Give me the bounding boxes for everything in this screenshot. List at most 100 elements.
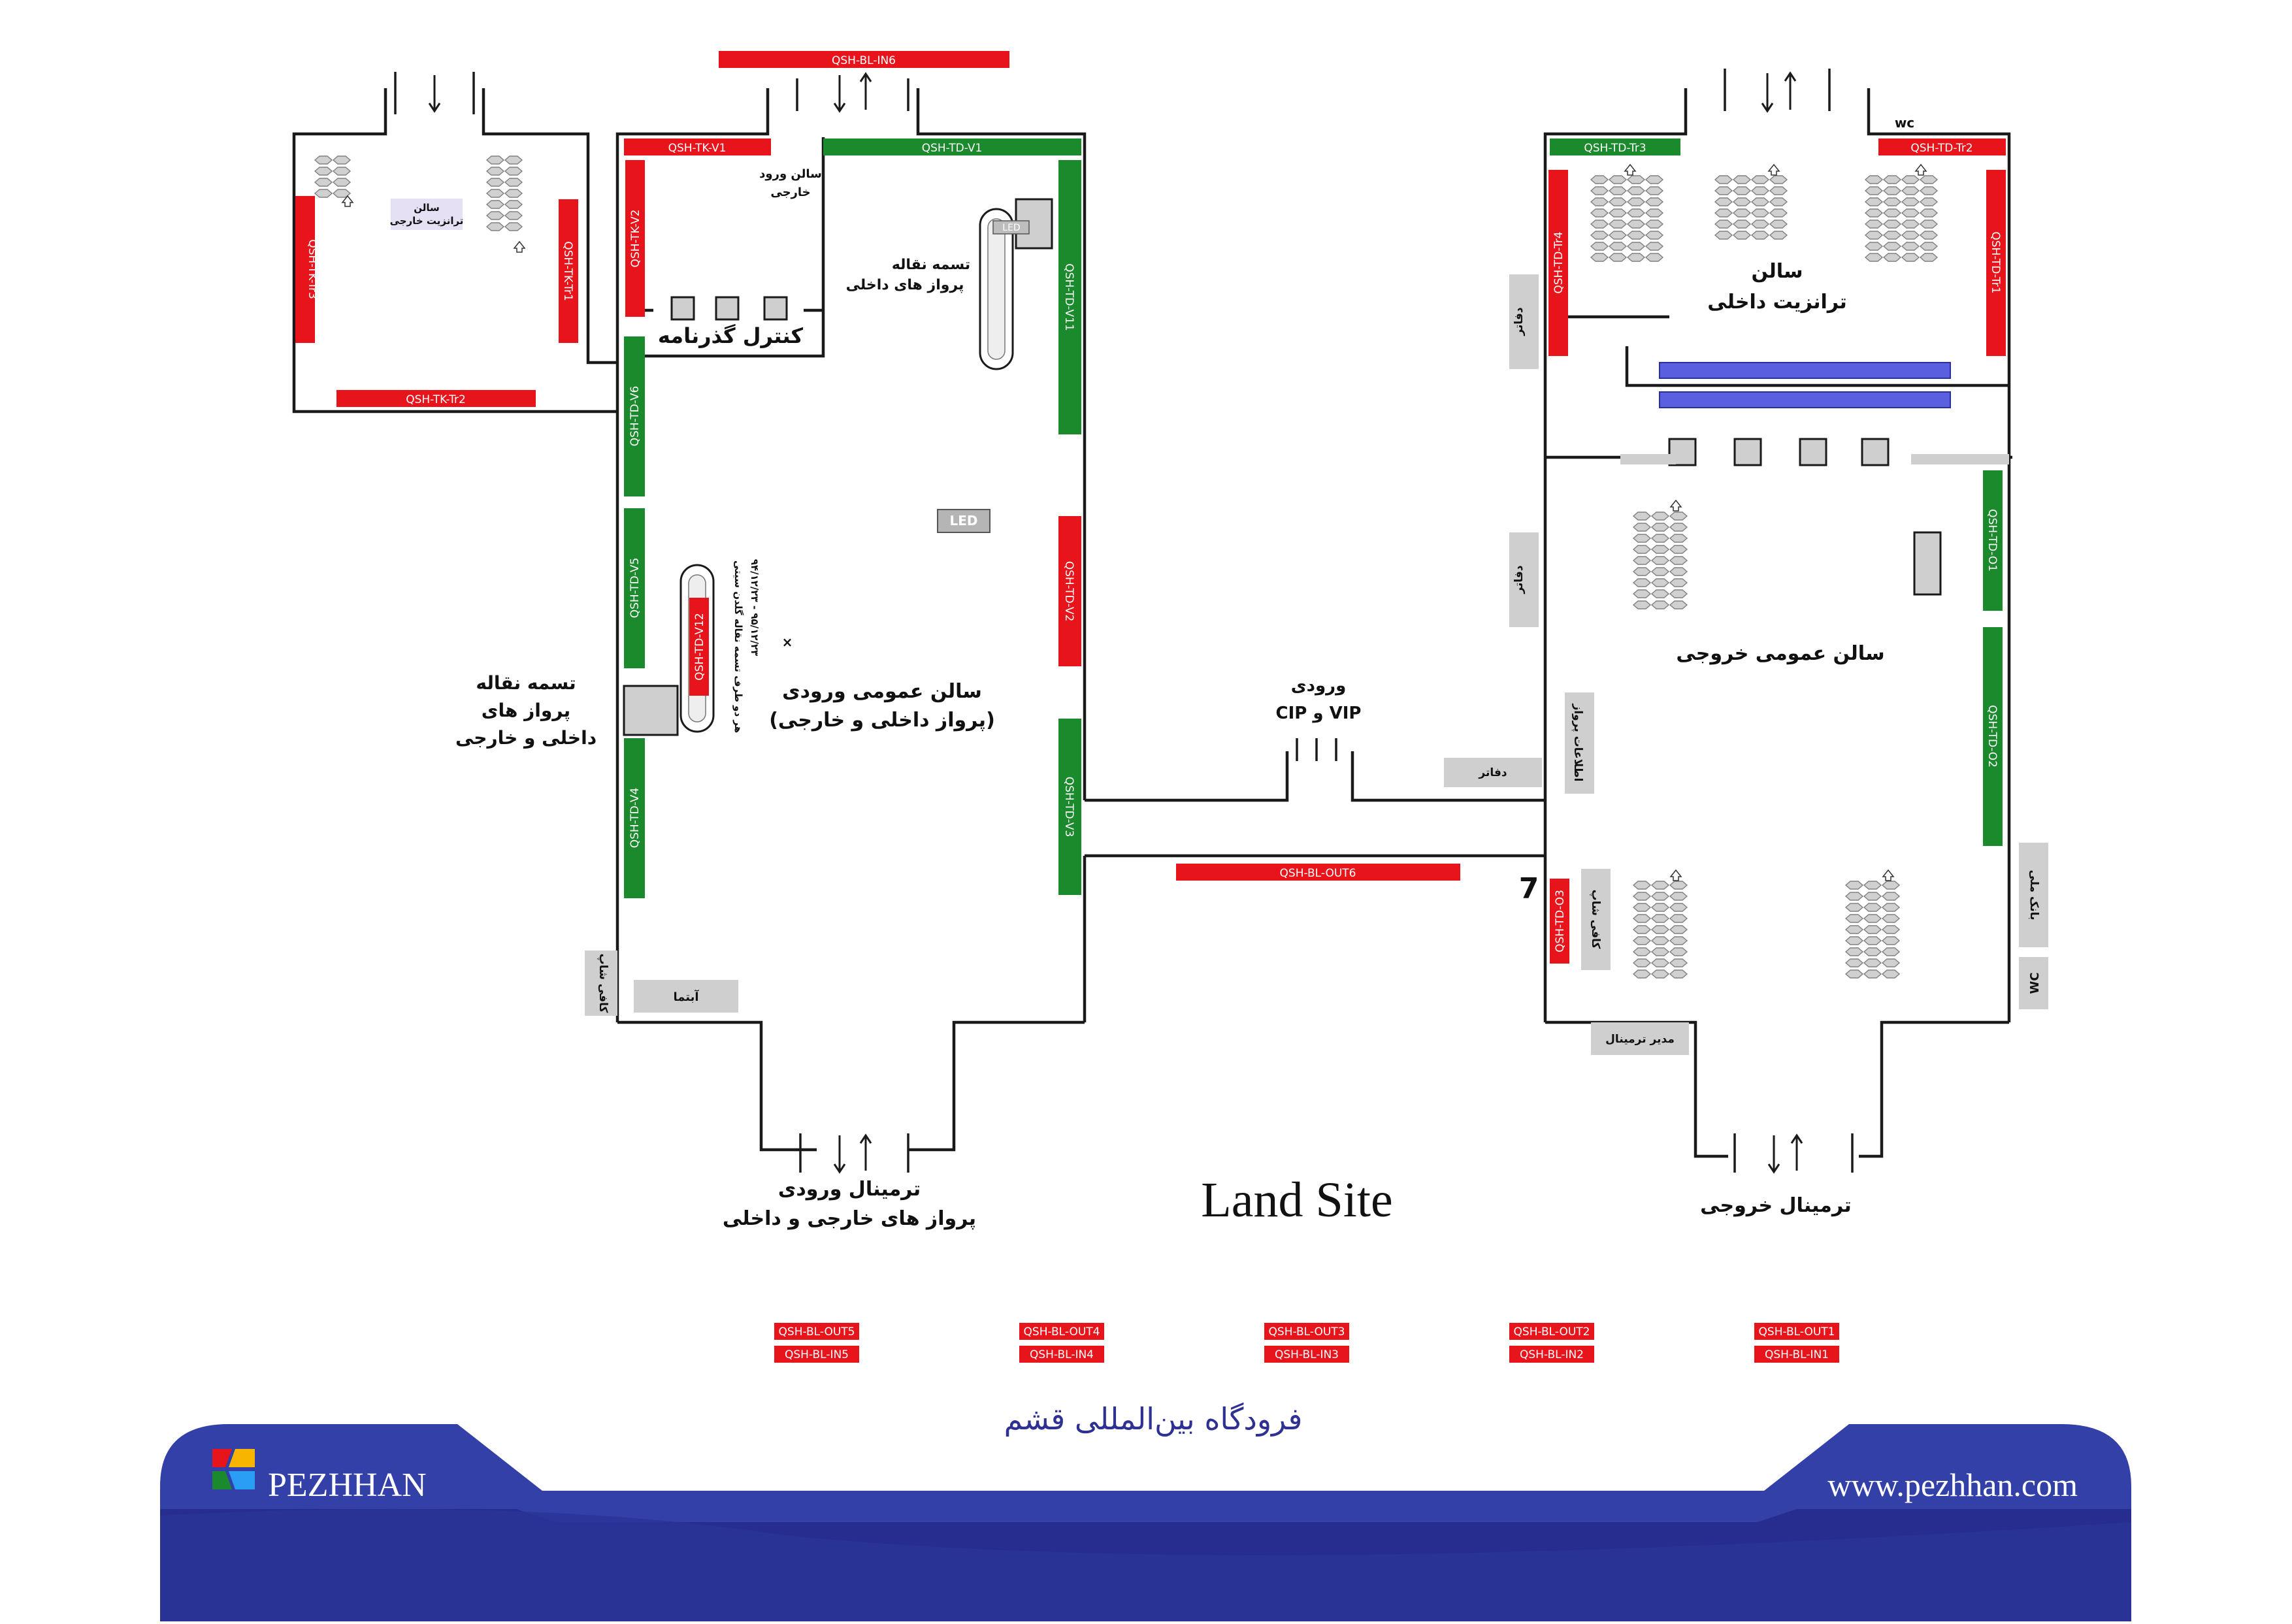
svg-text:QSH-TK-V2: QSH-TK-V2 <box>629 210 642 268</box>
baggage-belt-domestic <box>979 198 1053 370</box>
label-note-x: × <box>782 634 793 650</box>
sign-tk-v2: QSH-TK-V2 <box>625 160 645 317</box>
label-dom-transit-1: سالن <box>1751 260 1803 283</box>
sign-td-o3: QSH-TD-O3 <box>1550 879 1569 964</box>
footer: PEZHHAN www.pezhhan.com <box>160 1424 2131 1621</box>
label-belt-domestic-2: پرواز های داخلی <box>846 277 964 293</box>
label-cafe-right: کافی شاپ <box>1589 890 1602 949</box>
sign-bl-in3: QSH-BL-IN3 <box>1264 1346 1349 1363</box>
wall-main-bottom <box>617 1020 1085 1152</box>
label-public-arrival-1: سالن عمومی ورودی <box>782 680 982 703</box>
seats-departure-a <box>1632 499 1688 609</box>
seats-dom-transit-b <box>1714 163 1788 240</box>
svg-text:QSH-TD-Tr2: QSH-TD-Tr2 <box>1910 142 1973 155</box>
doors <box>394 69 1854 1174</box>
sign-bl-out6: QSH-BL-OUT6 <box>1176 864 1460 881</box>
sign-td-v6: QSH-TD-V6 <box>624 336 645 496</box>
label-abtama: آبتما <box>673 989 699 1004</box>
led-screen-box <box>937 509 990 533</box>
sign-td-v1: QSH-TD-V1 <box>823 138 1081 155</box>
wall-left-room <box>292 88 617 414</box>
label-belt-domestic-1: تسمه نقاله <box>892 257 970 273</box>
label-arrival-int-hall-2: خارجی <box>770 186 810 199</box>
label-dom-transit-2: ترانزیت داخلی <box>1707 291 1847 314</box>
website-link[interactable]: www.pezhhan.com <box>1827 1467 2078 1503</box>
svg-text:QSH-BL-IN5: QSH-BL-IN5 <box>785 1348 849 1361</box>
svg-text:QSH-BL-OUT6: QSH-BL-OUT6 <box>1280 867 1356 880</box>
seats-departure-c <box>1844 869 1901 979</box>
label-int-transit-2: ترانزیت خارجی <box>390 215 464 227</box>
sign-td-v12: QSH-TD-V12 <box>689 598 709 696</box>
brand-name: PEZHHAN <box>268 1467 427 1504</box>
svg-text:QSH-BL-OUT4: QSH-BL-OUT4 <box>1024 1325 1100 1339</box>
sign-tk-tr1: QSH-TK-Tr1 <box>559 199 578 343</box>
svg-text:QSH-TK-Tr3: QSH-TK-Tr3 <box>306 239 319 299</box>
svg-text:QSH-BL-IN6: QSH-BL-IN6 <box>832 54 896 67</box>
label-arrival-terminal-1: ترمینال ورودی <box>778 1178 921 1201</box>
sign-td-v11: QSH-TD-V11 <box>1058 160 1081 434</box>
svg-text:QSH-BL-OUT5: QSH-BL-OUT5 <box>779 1325 855 1339</box>
sign-td-o1: QSH-TD-O1 <box>1983 470 2003 611</box>
label-passport-control: کنترل گذرنامه <box>658 323 804 348</box>
area-labels: سالن ورود خارجی کنترل گذرنامه تسمه نقاله… <box>390 115 2042 1230</box>
svg-text:QSH-BL-OUT2: QSH-BL-OUT2 <box>1514 1325 1590 1339</box>
svg-text:QSH-BL-IN3: QSH-BL-IN3 <box>1275 1348 1339 1361</box>
label-vip-1: ورودی <box>1291 676 1346 696</box>
label-flight-info: اطلاعات پرواز <box>1571 704 1584 782</box>
sign-bl-out5: QSH-BL-OUT5 <box>774 1323 859 1340</box>
svg-text:QSH-TK-V1: QSH-TK-V1 <box>668 142 727 155</box>
label-arrival-int-hall: سالن ورود <box>759 167 822 181</box>
seating <box>314 155 1939 979</box>
svg-text:QSH-BL-IN4: QSH-BL-IN4 <box>1030 1348 1094 1361</box>
sign-bl-in2: QSH-BL-IN2 <box>1509 1346 1594 1363</box>
sign-tk-tr2: QSH-TK-Tr2 <box>336 390 536 407</box>
svg-text:QSH-TD-V11: QSH-TD-V11 <box>1062 263 1075 331</box>
sign-bars: QSH-BL-IN6 QSH-TK-V1 QSH-TD-V1 QSH-TK-Tr… <box>295 51 2006 1363</box>
svg-text:QSH-TK-Tr2: QSH-TK-Tr2 <box>406 393 466 406</box>
sign-bl-in6: QSH-BL-IN6 <box>719 51 1009 68</box>
label-belt-both-3: داخلی و خارجی <box>455 727 597 749</box>
pezhhan-logo-icon <box>212 1449 255 1489</box>
svg-text:QSH-TD-V3: QSH-TD-V3 <box>1062 777 1075 837</box>
svg-text:QSH-BL-OUT3: QSH-BL-OUT3 <box>1269 1325 1345 1339</box>
svg-text:QSH-TK-Tr1: QSH-TK-Tr1 <box>561 241 574 301</box>
sign-td-v2: QSH-TD-V2 <box>1058 516 1081 666</box>
label-terminal-manager: مدیر ترمینال <box>1605 1033 1675 1046</box>
label-offices-1: دفاتر <box>1513 307 1526 336</box>
sign-td-o2: QSH-TD-O2 <box>1983 627 2003 846</box>
seats-departure-b <box>1632 869 1688 979</box>
sign-td-tr4: QSH-TD-Tr4 <box>1548 170 1568 356</box>
label-wc-right: WC <box>2028 972 2042 994</box>
sign-td-v4: QSH-TD-V4 <box>624 738 645 898</box>
counter-1 <box>1659 362 1951 379</box>
sign-td-v5: QSH-TD-V5 <box>624 508 645 668</box>
led-belt-label: LED <box>1002 223 1020 233</box>
wall-passport-room <box>627 137 825 358</box>
label-bank-melli: بانک ملی <box>2027 869 2040 920</box>
seats-int-transit-b <box>485 155 526 253</box>
label-offices-2: دفاتر <box>1513 565 1526 594</box>
wall-main-hall <box>615 88 1087 1022</box>
sign-tk-tr3: QSH-TK-Tr3 <box>295 196 319 343</box>
sign-td-tr1: QSH-TD-Tr1 <box>1986 170 2006 356</box>
page-caption: فرودگاه بین‌المللی قشم <box>1004 1401 1303 1437</box>
sign-bl-in1: QSH-BL-IN1 <box>1754 1346 1839 1363</box>
sign-bl-in5: QSH-BL-IN5 <box>774 1346 859 1363</box>
sign-td-tr2: QSH-TD-Tr2 <box>1878 138 2006 155</box>
label-public-arrival-2: (پرواز داخلی و خارجی) <box>769 709 995 732</box>
svg-text:QSH-TD-V1: QSH-TD-V1 <box>922 142 983 155</box>
svg-text:QSH-TD-V6: QSH-TD-V6 <box>629 386 642 447</box>
wall-transit-inner <box>1558 315 2009 387</box>
svg-text:QSH-TD-V2: QSH-TD-V2 <box>1062 561 1075 622</box>
label-number-7: 7 <box>1519 872 1539 905</box>
label-public-departure: سالن عمومی خروجی <box>1676 642 1884 665</box>
svg-text:QSH-TD-V12: QSH-TD-V12 <box>693 613 706 680</box>
svg-text:QSH-TD-Tr3: QSH-TD-Tr3 <box>1584 142 1646 155</box>
sign-bl-in4: QSH-BL-IN4 <box>1019 1346 1104 1363</box>
wall-connector-upper <box>1085 751 1545 802</box>
sign-tk-v1: QSH-TK-V1 <box>624 138 771 155</box>
svg-text:QSH-TD-O3: QSH-TD-O3 <box>1554 890 1567 952</box>
label-offices-3: دفاتر <box>1478 766 1507 779</box>
